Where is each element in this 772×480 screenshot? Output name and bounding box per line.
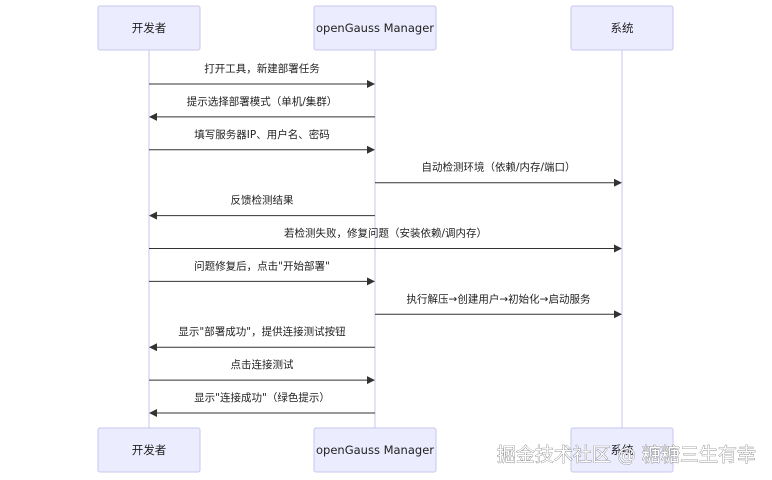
participant-label: openGauss Manager — [316, 21, 434, 35]
participant-label: openGauss Manager — [316, 443, 434, 457]
participant-label: 系统 — [611, 21, 634, 35]
message-label: 问题修复后，点击"开始部署" — [194, 259, 330, 272]
message-10: 点击连接测试 — [149, 358, 375, 385]
message-11: 显示"连接成功"（绿色提示） — [149, 391, 375, 417]
message-8: 执行解压→创建用户→初始化→启动服务 — [375, 292, 622, 319]
message-label: 提示选择部署模式（单机/集群） — [187, 95, 338, 108]
message-label: 显示"连接成功"（绿色提示） — [194, 391, 330, 404]
message-label: 执行解压→创建用户→初始化→启动服务 — [407, 292, 591, 305]
message-9: 显示"部署成功"，提供连接测试按钮 — [149, 325, 375, 352]
participant-sys-top: 系统 — [570, 5, 674, 51]
message-label: 点击连接测试 — [231, 358, 294, 371]
participant-label: 开发者 — [132, 443, 167, 457]
message-6: 若检测失败，修复问题（安装依赖/调内存） — [149, 227, 622, 253]
participant-box — [97, 427, 201, 473]
message-4: 自动检测环境（依赖/内存/端口） — [375, 161, 622, 187]
message-7: 问题修复后，点击"开始部署" — [149, 259, 375, 286]
message-label: 若检测失败，修复问题（安装依赖/调内存） — [284, 227, 487, 240]
participant-box — [313, 5, 437, 51]
participant-mgr-bottom: openGauss Manager — [313, 427, 437, 473]
message-label: 自动检测环境（依赖/内存/端口） — [421, 161, 575, 174]
participant-box — [570, 5, 674, 51]
message-5: 反馈检测结果 — [149, 194, 375, 220]
participant-dev-top: 开发者 — [97, 5, 201, 51]
participant-mgr-top: openGauss Manager — [313, 5, 437, 51]
participant-label: 系统 — [611, 443, 634, 457]
participant-dev-bottom: 开发者 — [97, 427, 201, 473]
message-label: 反馈检测结果 — [231, 194, 294, 207]
participant-box — [570, 427, 674, 473]
participant-box — [97, 5, 201, 51]
watermark-text: 掘金技术社区 @ 糖糖三生有幸 — [497, 444, 756, 466]
message-3: 填写服务器IP、用户名、密码 — [149, 128, 375, 154]
message-2: 提示选择部署模式（单机/集群） — [149, 95, 375, 121]
message-label: 显示"部署成功"，提供连接测试按钮 — [178, 325, 346, 338]
message-1: 打开工具，新建部署任务 — [149, 62, 375, 88]
participant-label: 开发者 — [132, 21, 167, 35]
participant-box — [313, 427, 437, 473]
participant-sys-bottom: 系统 — [570, 427, 674, 473]
message-label: 填写服务器IP、用户名、密码 — [194, 128, 329, 141]
message-label: 打开工具，新建部署任务 — [204, 62, 320, 75]
